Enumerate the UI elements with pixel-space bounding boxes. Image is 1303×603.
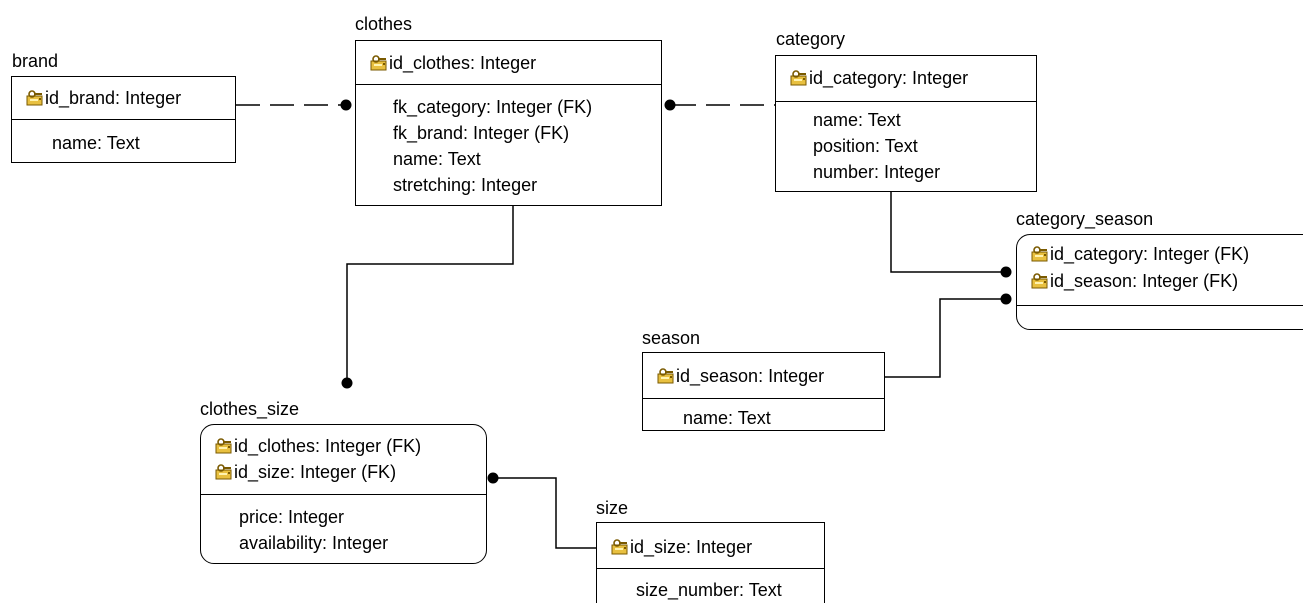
key-field: id_size: Integer (FK): [234, 462, 397, 482]
key-icon: [790, 70, 808, 86]
attribute-row: position: Text: [813, 136, 918, 156]
key-section: id_size: Integer: [597, 523, 824, 569]
key-row: id_category: Integer (FK): [1031, 244, 1249, 264]
attribute-row: fk_brand: Integer (FK): [393, 123, 570, 143]
key-row: id_size: Integer (FK): [215, 462, 396, 482]
key-section: id_clothes: Integer (FK) id_size: Intege…: [201, 425, 486, 495]
attribute-row: name: Text: [813, 110, 901, 130]
key-row: id_category: Integer: [790, 68, 968, 88]
key-row: id_clothes: Integer: [370, 53, 536, 73]
key-field: id_clothes: Integer: [389, 53, 537, 73]
key-row: id_season: Integer: [657, 366, 824, 386]
key-icon: [1031, 273, 1049, 289]
entity-category: id_category: Integer name: Text position…: [775, 55, 1037, 192]
key-section: id_brand: Integer: [12, 77, 235, 120]
key-icon: [215, 464, 233, 480]
key-icon: [215, 438, 233, 454]
key-section: id_category: Integer: [776, 56, 1036, 102]
entity-size: id_size: Integer size_number: Text: [596, 522, 825, 603]
key-field: id_clothes: Integer (FK): [234, 436, 422, 456]
relation-category-clothes: [664, 99, 775, 111]
entity-season: id_season: Integer name: Text: [642, 352, 885, 431]
key-icon: [657, 368, 675, 384]
attribute-row: number: Integer: [813, 162, 941, 182]
attribute-row: name: Text: [52, 133, 140, 153]
entity-clothes: id_clothes: Integer fk_category: Integer…: [355, 40, 662, 206]
relation-size-clothes_size: [487, 472, 596, 549]
relation-season-category_season: [885, 293, 1012, 378]
key-field: id_size: Integer: [630, 537, 753, 557]
attribute-row: availability: Integer: [239, 533, 389, 553]
key-icon: [611, 539, 629, 555]
attribute-row: name: Text: [683, 408, 771, 428]
attribute-row: size_number: Text: [636, 580, 782, 600]
entity-clothes_size: id_clothes: Integer (FK) id_size: Intege…: [200, 424, 487, 564]
key-section: id_clothes: Integer: [356, 41, 661, 85]
key-icon: [1031, 246, 1049, 262]
entity-title-season: season: [642, 328, 701, 348]
entity-title-size: size: [596, 498, 629, 518]
attribute-row: name: Text: [393, 149, 481, 169]
key-icon: [370, 55, 388, 71]
key-field: id_brand: Integer: [45, 88, 182, 108]
key-field: id_season: Integer: [676, 366, 825, 386]
key-row: id_clothes: Integer (FK): [215, 436, 421, 456]
entity-category_season: id_category: Integer (FK) id_season: Int…: [1016, 234, 1303, 330]
entity-brand: id_brand: Integer name: Text: [11, 76, 236, 163]
key-section: id_category: Integer (FK) id_season: Int…: [1017, 235, 1303, 306]
entity-title-clothes_size: clothes_size: [200, 399, 300, 419]
key-field: id_category: Integer: [809, 68, 969, 88]
relation-category-category_season: [890, 192, 1012, 278]
key-row: id_season: Integer (FK): [1031, 271, 1238, 291]
attribute-row: price: Integer: [239, 507, 345, 527]
key-field: id_season: Integer (FK): [1050, 271, 1239, 291]
key-row: id_brand: Integer: [26, 88, 181, 108]
entity-title-category: category: [776, 29, 846, 49]
relation-brand-clothes: [236, 99, 352, 111]
key-icon: [26, 90, 44, 106]
attribute-row: stretching: Integer: [393, 175, 538, 195]
entity-title-brand: brand: [12, 51, 59, 71]
key-section: id_season: Integer: [643, 353, 884, 399]
entity-title-category_season: category_season: [1016, 209, 1154, 229]
attribute-row: fk_category: Integer (FK): [393, 97, 593, 117]
entity-title-clothes: clothes: [355, 14, 413, 34]
key-field: id_category: Integer (FK): [1050, 244, 1250, 264]
key-row: id_size: Integer: [611, 537, 752, 557]
relation-clothes-clothes_size: [341, 206, 514, 389]
